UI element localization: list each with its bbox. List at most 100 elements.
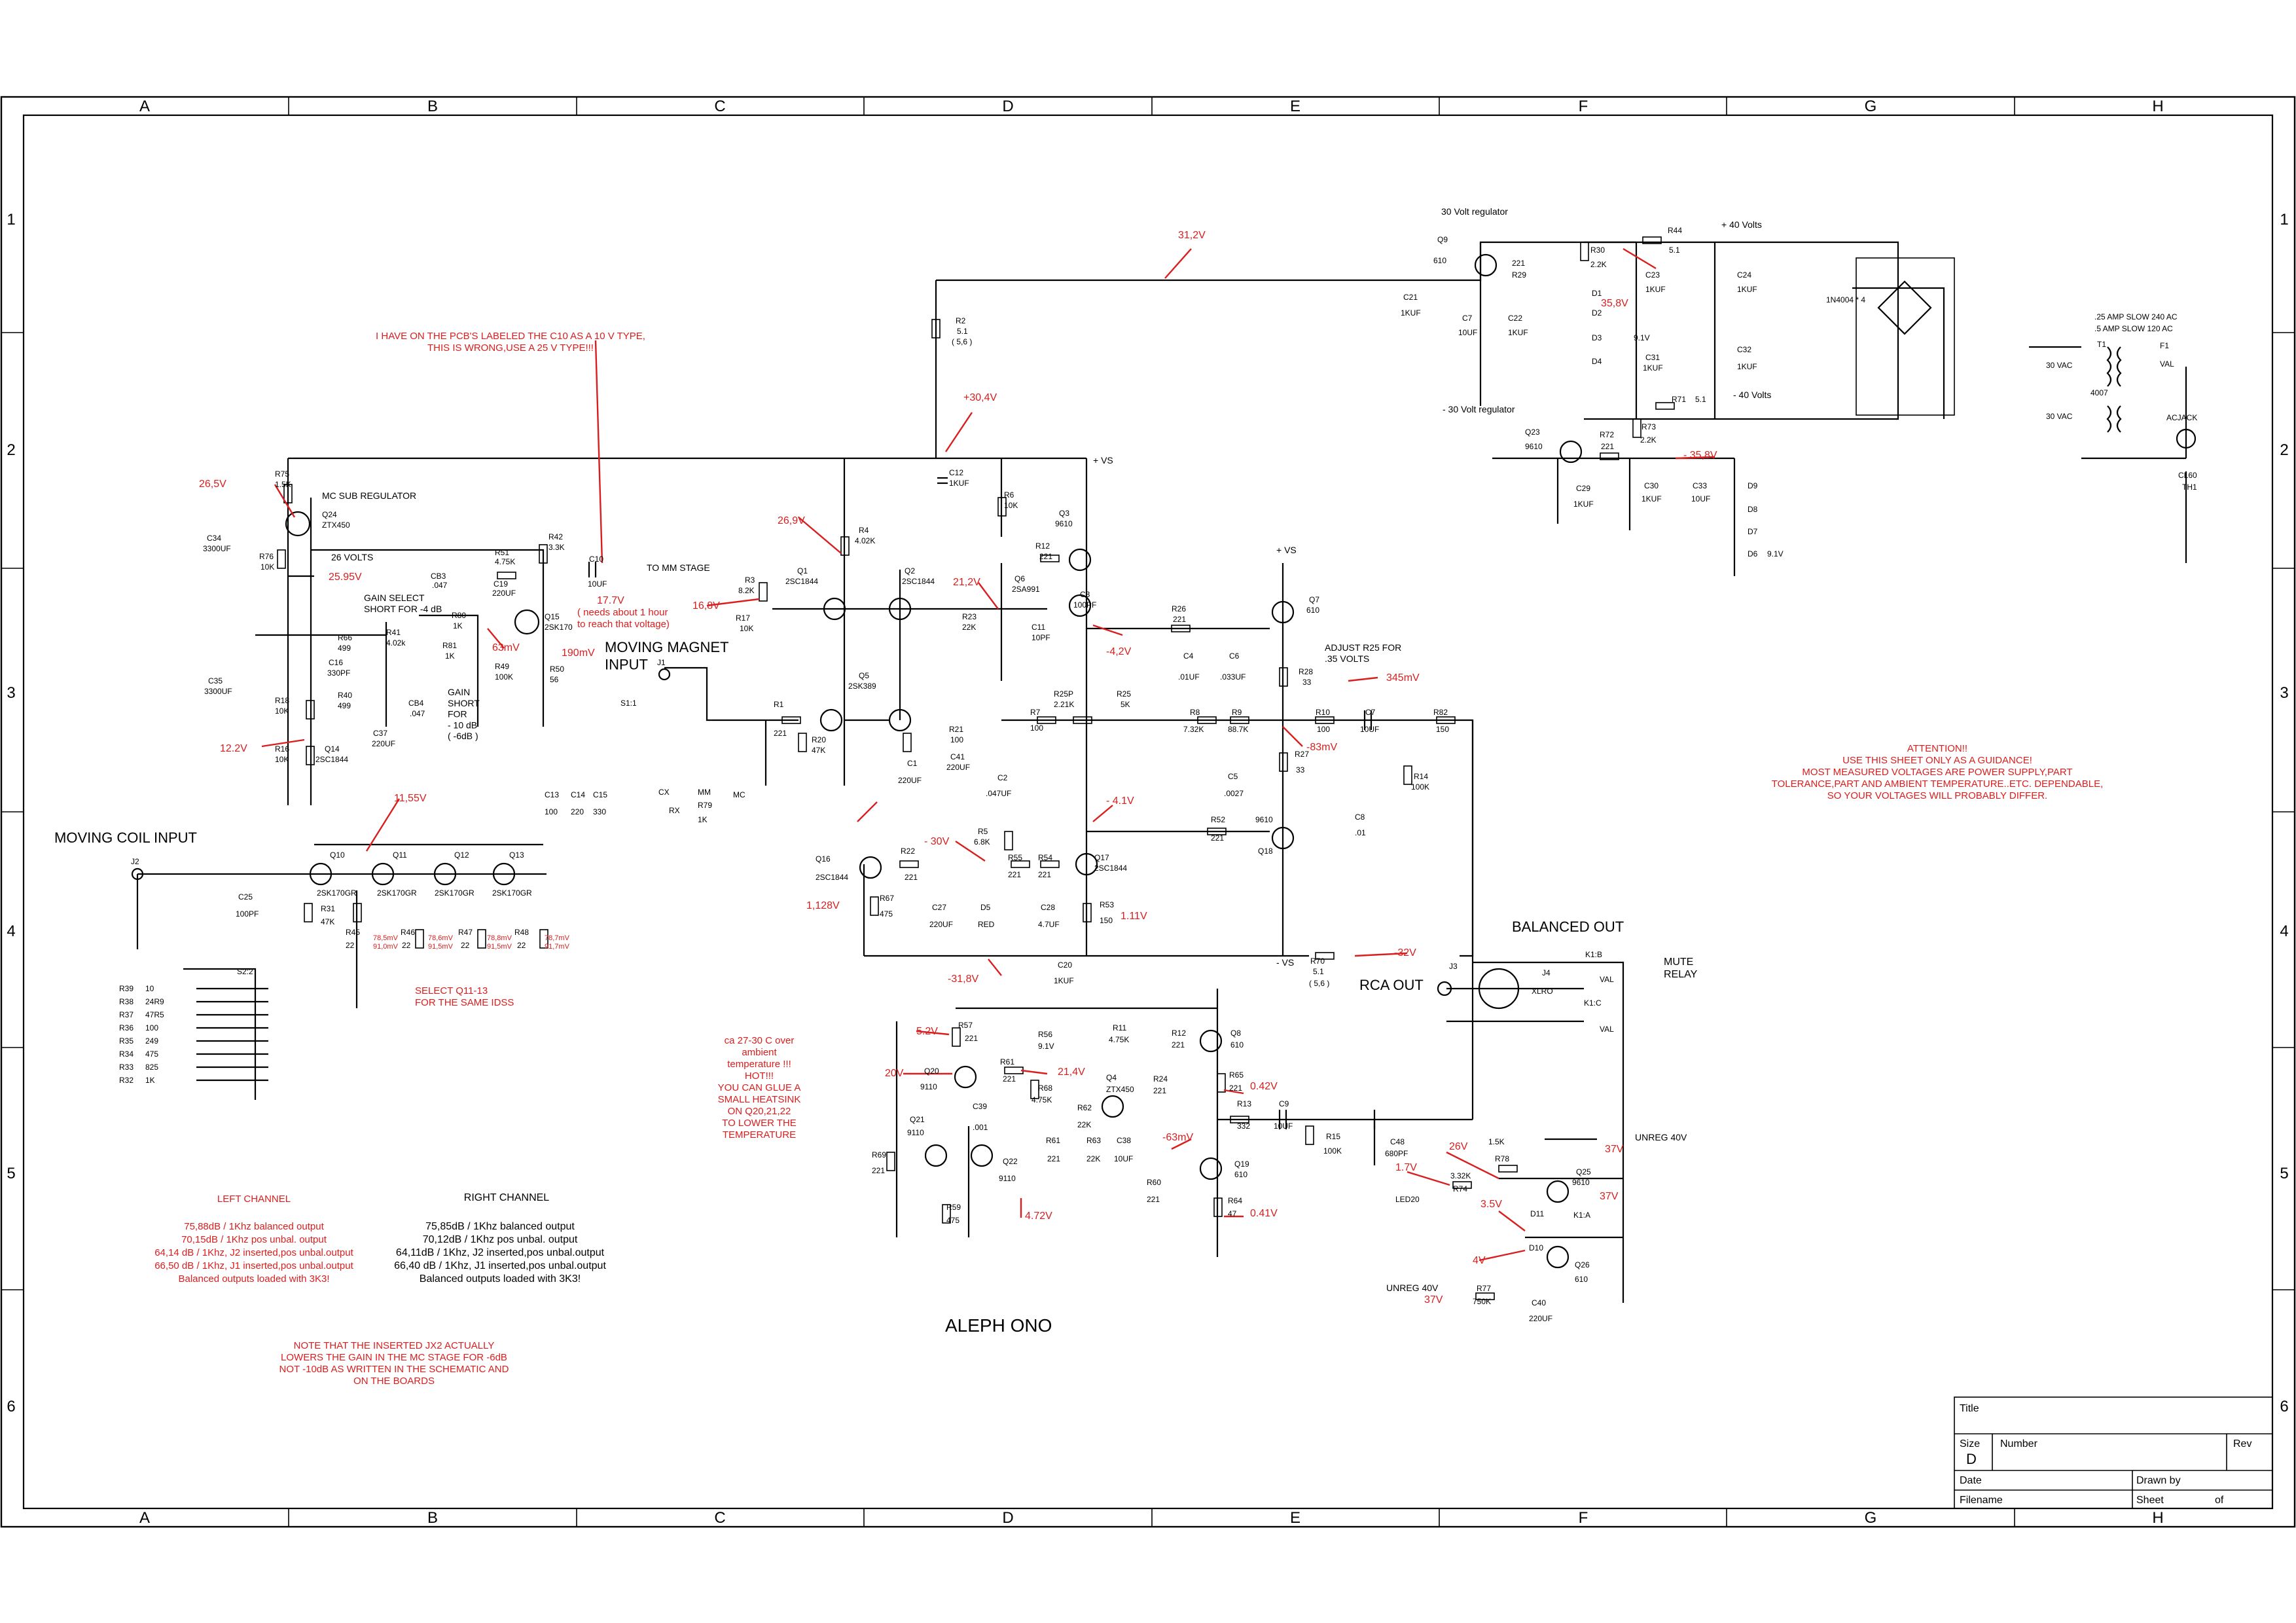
- resistor-r74: [1452, 1181, 1472, 1189]
- svg-text:10UF: 10UF: [1274, 1122, 1293, 1131]
- tb-number-label: Number: [2000, 1438, 2038, 1450]
- voltage-label: 21,4V: [1058, 1067, 1085, 1078]
- svg-text:2SK170GR: 2SK170GR: [317, 888, 357, 898]
- svg-text:C11: C11: [1031, 623, 1045, 632]
- svg-text:.047: .047: [410, 709, 425, 718]
- svg-text:CX: CX: [658, 788, 670, 797]
- resistor-r25p: [1073, 716, 1092, 724]
- svg-text:R28: R28: [1299, 667, 1313, 676]
- resistor-r5: [1004, 831, 1013, 850]
- col-label: H: [2152, 98, 2163, 115]
- svg-text:C7: C7: [1365, 708, 1376, 717]
- svg-text:Q13: Q13: [509, 850, 524, 860]
- balanced-out-label: BALANCED OUT: [1512, 919, 1624, 935]
- row-label: 6: [7, 1398, 15, 1415]
- svg-text:R6: R6: [1004, 490, 1014, 500]
- svg-text:C6: C6: [1229, 651, 1240, 661]
- plus-vs-rail-label-q7: + VS: [1276, 545, 1297, 555]
- svg-text:3.32K: 3.32K: [1450, 1171, 1471, 1180]
- resistor-r76: [277, 549, 286, 569]
- resistor-r18: [306, 700, 315, 720]
- row-label: 3: [7, 684, 15, 702]
- svg-text:R2: R2: [956, 316, 966, 325]
- transistor-q16: [859, 856, 882, 879]
- svg-text:1KUF: 1KUF: [949, 479, 969, 488]
- svg-text:2SK389: 2SK389: [848, 682, 876, 691]
- svg-text:R24: R24: [1153, 1074, 1168, 1084]
- voltage-label: 35,8V: [1601, 298, 1628, 309]
- svg-text:R75: R75: [275, 469, 289, 479]
- svg-text:TH1: TH1: [2182, 483, 2197, 492]
- row-label: 1: [2280, 211, 2288, 228]
- svg-text:221: 221: [905, 873, 918, 882]
- voltage-label: 1.7V: [1395, 1162, 1417, 1173]
- svg-text:221: 221: [1039, 552, 1052, 561]
- svg-text:Q20: Q20: [924, 1067, 939, 1076]
- transistor-q4: [1101, 1095, 1124, 1118]
- svg-text:499: 499: [338, 701, 351, 710]
- svg-text:1K: 1K: [698, 815, 708, 824]
- right-channel-line: Balanced outputs loaded with 3K3!: [420, 1273, 581, 1285]
- voltage-label: 5.2V: [916, 1026, 938, 1037]
- voltage-label: 63mV: [492, 642, 520, 653]
- svg-text:R8: R8: [1190, 708, 1200, 717]
- svg-text:Q25: Q25: [1576, 1167, 1591, 1176]
- svg-text:3300UF: 3300UF: [204, 687, 232, 696]
- svg-text:C25: C25: [238, 892, 253, 902]
- svg-text:4.7UF: 4.7UF: [1038, 920, 1060, 929]
- svg-text:R39: R39: [119, 984, 134, 993]
- svg-text:S2:2: S2:2: [237, 967, 253, 976]
- svg-text:R77: R77: [1477, 1284, 1491, 1293]
- svg-text:Q8: Q8: [1230, 1029, 1241, 1038]
- svg-text:9610: 9610: [1525, 442, 1543, 451]
- svg-text:.25 AMP SLOW 240 AC: .25 AMP SLOW 240 AC: [2094, 312, 2178, 321]
- svg-text:D6: D6: [1748, 549, 1758, 558]
- svg-text:J2: J2: [131, 857, 139, 866]
- moving-coil-input-label: MOVING COIL INPUT: [54, 830, 197, 846]
- svg-text:C33: C33: [1693, 481, 1707, 490]
- svg-text:10UF: 10UF: [1360, 725, 1379, 734]
- svg-text:100: 100: [1030, 723, 1043, 733]
- svg-text:RED: RED: [978, 920, 995, 929]
- minus-vs-rail-label: - VS: [1276, 957, 1294, 968]
- svg-text:4007: 4007: [2090, 388, 2108, 397]
- svg-text:33: 33: [1302, 678, 1312, 687]
- col-label: E: [1290, 98, 1300, 115]
- resistor-r59: [942, 1204, 951, 1224]
- svg-text:R69: R69: [872, 1150, 886, 1159]
- resistor-r15: [1305, 1125, 1314, 1145]
- voltage-label: 1,128V: [806, 900, 840, 911]
- svg-text:1KUF: 1KUF: [1573, 500, 1594, 509]
- svg-text:Q19: Q19: [1234, 1159, 1249, 1169]
- svg-text:R53: R53: [1100, 900, 1114, 909]
- svg-text:Q14: Q14: [325, 744, 340, 754]
- col-label: B: [427, 98, 438, 115]
- svg-text:Q22: Q22: [1003, 1157, 1018, 1166]
- resistor-r78: [1498, 1165, 1518, 1173]
- svg-text:4.75K: 4.75K: [1031, 1095, 1052, 1104]
- svg-text:22: 22: [517, 941, 526, 950]
- svg-text:R36: R36: [119, 1023, 134, 1032]
- svg-text:3300UF: 3300UF: [203, 544, 231, 553]
- row-labels-left: 1 2 3 4 5 6: [7, 211, 15, 1415]
- svg-text:.0027: .0027: [1224, 789, 1244, 798]
- transistor-q9: [1474, 253, 1498, 277]
- svg-text:4.75K: 4.75K: [495, 557, 515, 566]
- svg-text:K1:A: K1:A: [1573, 1211, 1590, 1220]
- svg-text:5.1: 5.1: [1313, 967, 1324, 976]
- voltage-label: 17.7V: [597, 595, 624, 606]
- resistor-r65: [1217, 1073, 1226, 1093]
- voltage-label: +30,4V: [963, 392, 997, 403]
- resistor-r21: [903, 733, 912, 752]
- svg-text:2SC1844: 2SC1844: [902, 577, 935, 586]
- svg-text:R27: R27: [1295, 750, 1309, 759]
- column-labels-top: A B C D E F G H: [139, 98, 2164, 115]
- svg-text:R52: R52: [1211, 815, 1225, 824]
- svg-text:10K: 10K: [275, 755, 289, 764]
- col-label: G: [1865, 1509, 1877, 1527]
- tb-filename-label: Filename: [1960, 1495, 2003, 1506]
- svg-text:R80: R80: [452, 611, 466, 620]
- voltage-label: 16,8V: [692, 600, 720, 611]
- title-block: Title Size D Number Rev Date Drawn by Fi…: [1954, 1396, 2273, 1509]
